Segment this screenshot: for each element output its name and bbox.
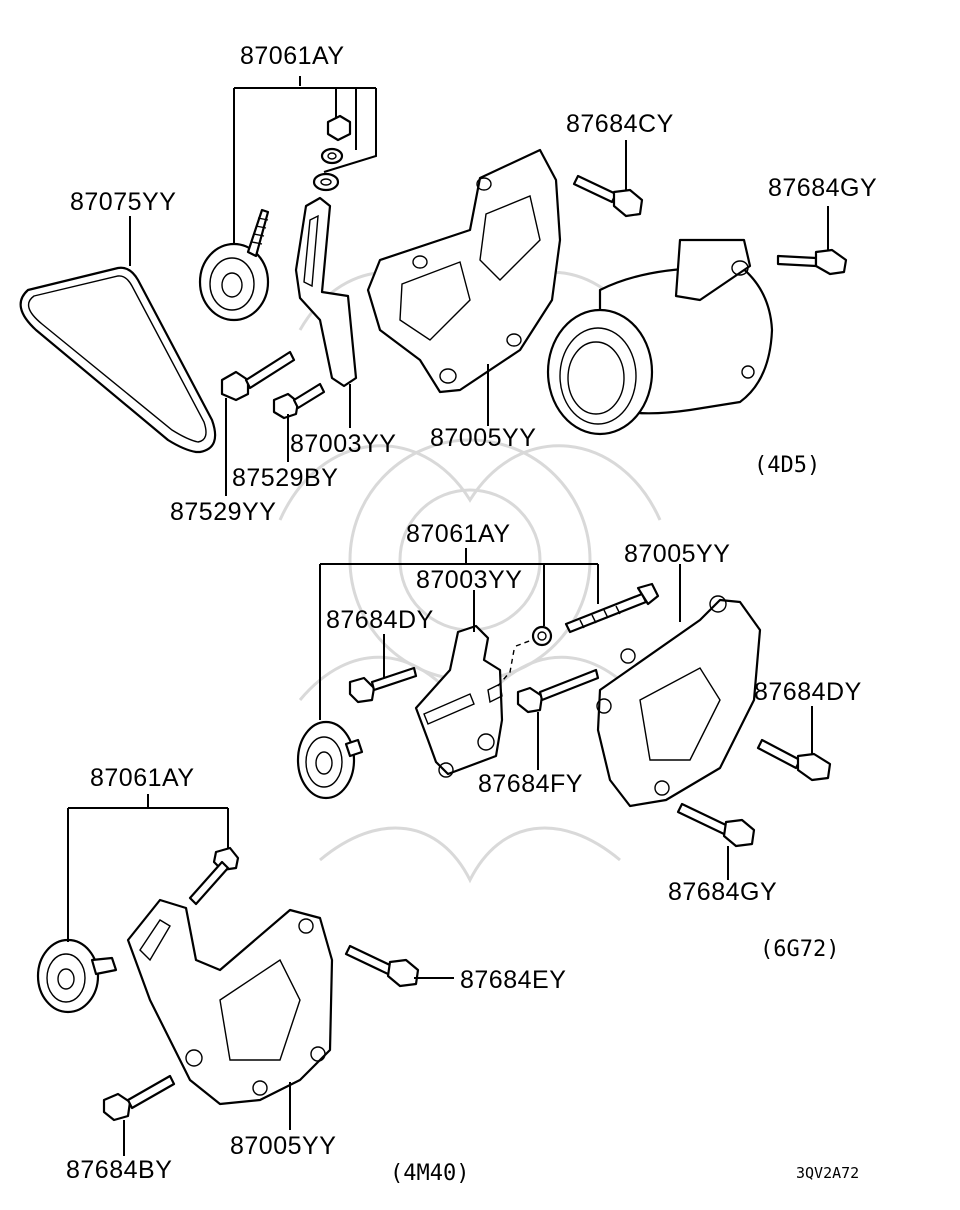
engine-label-4d5: (4D5) <box>754 453 820 478</box>
bolt-87684dy-left <box>348 666 418 704</box>
leader-lines-6g72 <box>319 548 813 880</box>
label-87005yy-top: 87005YY <box>430 424 536 452</box>
adjusting-arm-6g72 <box>414 624 504 778</box>
bracket-6g72 <box>596 595 762 808</box>
tensioner-pulley-top <box>198 208 270 322</box>
bolt-87684gy-6g72 <box>676 802 756 848</box>
label-87684dy-left: 87684DY <box>326 606 434 634</box>
label-87003yy-top: 87003YY <box>290 430 396 458</box>
bracket-top <box>366 148 562 394</box>
label-87684cy: 87684CY <box>566 110 674 138</box>
bolt-87529by <box>272 382 326 420</box>
label-87061ay-6g72: 87061AY <box>406 520 511 548</box>
tensioner-pulley-6g72 <box>296 720 364 800</box>
bolt-87684fy <box>516 668 600 714</box>
tensioner-pulley-4m40 <box>36 938 118 1014</box>
adjusting-arm-top <box>294 196 358 388</box>
leader-lines-4m40 <box>67 794 454 1156</box>
label-87684gy-6g72: 87684GY <box>668 878 777 906</box>
label-87061ay-4m40: 87061AY <box>90 764 195 792</box>
nut-6g72 <box>531 625 553 647</box>
bolt-87684cy <box>572 174 644 218</box>
section-6g72: 87061AY 87003YY 87005YY 87684DY 87684DY … <box>296 520 862 962</box>
label-87684gy-top: 87684GY <box>768 174 877 202</box>
bolt-87684ey <box>344 944 420 988</box>
label-87005yy-4m40: 87005YY <box>230 1132 336 1160</box>
label-87684ey: 87684EY <box>460 966 566 994</box>
long-bolt-6g72 <box>564 582 660 634</box>
label-87684fy: 87684FY <box>478 770 583 798</box>
label-87529yy: 87529YY <box>170 498 276 526</box>
label-87684dy-right: 87684DY <box>754 678 862 706</box>
ac-compressor <box>546 238 774 436</box>
label-87529by: 87529BY <box>232 464 338 492</box>
label-87061ay-top: 87061AY <box>240 42 345 70</box>
section-4m40: 87061AY 87684EY 87005YY 87684BY (4M40) <box>36 764 566 1186</box>
drive-belt <box>19 266 217 454</box>
bolt-87684gy-top <box>776 248 848 276</box>
section-4d5: 87061AY 87075YY 87684CY 87684GY 87003YY … <box>19 42 877 526</box>
figure-code: 3QV2A72 <box>796 1164 859 1182</box>
bracket-4m40 <box>126 898 334 1106</box>
bolt-4m40-top <box>188 846 240 906</box>
label-87075yy: 87075YY <box>70 188 176 216</box>
engine-label-6g72: (6G72) <box>760 937 839 962</box>
nut-washer-set <box>312 114 352 192</box>
label-87684by: 87684BY <box>66 1156 172 1184</box>
bolt-87684by <box>102 1074 176 1122</box>
bolt-87529yy <box>220 350 296 402</box>
leader-lines-4d5 <box>129 76 829 496</box>
bolt-87684dy-right <box>756 738 832 782</box>
label-87003yy-6g72: 87003YY <box>416 566 522 594</box>
engine-label-4m40: (4M40) <box>390 1161 469 1186</box>
label-87005yy-6g72: 87005YY <box>624 540 730 568</box>
